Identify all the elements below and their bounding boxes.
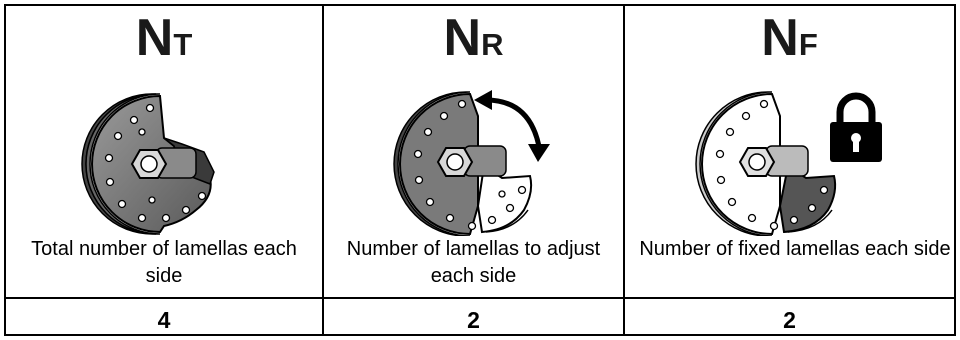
lamella-table: NT bbox=[4, 4, 956, 336]
disc-fixed-lock-icon bbox=[625, 86, 954, 236]
row-divider bbox=[324, 297, 623, 299]
row-divider bbox=[6, 297, 322, 299]
lock-icon bbox=[829, 92, 882, 162]
symbol-nr: NR bbox=[324, 8, 623, 72]
value: 2 bbox=[467, 307, 480, 333]
disc-all-lamellas-icon bbox=[6, 86, 322, 236]
column-fixed: NF bbox=[625, 6, 954, 334]
row-divider bbox=[625, 297, 954, 299]
disc-adjust-rotation-icon bbox=[324, 86, 623, 236]
column-total: NT bbox=[6, 6, 324, 334]
description: Number of lamellas to adjust each side bbox=[346, 238, 601, 287]
symbol-nt: NT bbox=[6, 8, 322, 72]
column-adjust: NR bbox=[324, 6, 625, 334]
description: Total number of lamellas each side bbox=[31, 238, 297, 287]
symbol-main: N bbox=[135, 9, 174, 67]
symbol-sub: R bbox=[481, 27, 504, 62]
value: 4 bbox=[157, 307, 171, 333]
value: 2 bbox=[783, 307, 796, 333]
symbol-main: N bbox=[443, 9, 482, 67]
symbol-sub: T bbox=[173, 27, 193, 62]
description: Number of fixed lamellas each side bbox=[639, 238, 951, 260]
symbol-main: N bbox=[761, 9, 799, 67]
symbol-nf: NF bbox=[625, 8, 954, 72]
symbol-sub: F bbox=[798, 27, 818, 62]
